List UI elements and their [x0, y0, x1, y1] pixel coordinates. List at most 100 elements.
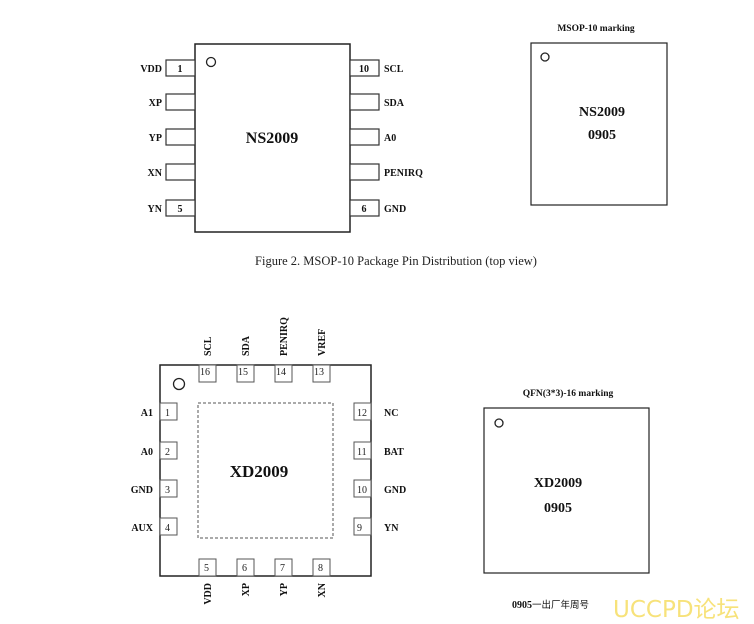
pin-label: SDA — [241, 335, 252, 356]
pin-label: XP — [149, 98, 162, 109]
qfn-top-pins: 16 SCL 15 SDA 14 PENIRQ 13 VREF — [198, 317, 331, 383]
pin-number: 8 — [318, 563, 323, 574]
pin-number: 2 — [165, 447, 170, 458]
pin-label: A0 — [384, 133, 396, 144]
pin-label: PENIRQ — [384, 168, 423, 179]
exposed-pad — [197, 402, 334, 539]
pin-label: A0 — [141, 447, 153, 458]
pin-number: 10 — [359, 64, 369, 75]
pin-label: NC — [384, 408, 398, 419]
qfn-pin-7 — [274, 558, 293, 577]
qfn-marking-line1: XD2009 — [534, 476, 582, 491]
msop-pin-3 — [165, 128, 196, 146]
msop-marking-body — [530, 42, 668, 206]
qfn-pin-16 — [198, 364, 217, 383]
pin-number: 14 — [276, 367, 286, 378]
qfn-pin-5 — [198, 558, 217, 577]
date-code-note: 0905一出厂年周号 — [512, 599, 589, 611]
qfn-pin-4 — [159, 517, 178, 536]
pin-number: 6 — [362, 204, 367, 215]
watermark-logo: UCCPD论坛 — [613, 597, 740, 623]
pin-number: 7 — [280, 563, 285, 574]
qfn-pin-6 — [236, 558, 255, 577]
pin-label: SCL — [203, 336, 214, 356]
pin-label: XP — [241, 583, 252, 596]
pin-number: 1 — [178, 64, 183, 75]
pin-number: 6 — [242, 563, 247, 574]
qfn-pin-2 — [159, 441, 178, 460]
qfn-marking-title: QFN(3*3)-16 marking — [523, 388, 614, 399]
pin-label: YN — [384, 523, 399, 534]
pin-label: XN — [148, 168, 163, 179]
msop-pin-10 — [349, 59, 380, 77]
pin-number: 5 — [204, 563, 209, 574]
pin-label: YN — [148, 204, 163, 215]
msop-marking-line1: NS2009 — [579, 105, 625, 120]
qfn-pin-14 — [274, 364, 293, 383]
msop-pin-6 — [349, 199, 380, 217]
pin-label: XN — [317, 582, 328, 597]
qfn-pin-12 — [353, 402, 372, 421]
pin-number: 1 — [165, 408, 170, 419]
qfn-marking-body — [483, 407, 650, 574]
pin-number: 11 — [357, 447, 367, 458]
pin-label: PENIRQ — [279, 317, 290, 356]
pin-number: 15 — [238, 367, 248, 378]
qfn-marking: QFN(3*3)-16 marking XD2009 0905 0905一出厂年… — [483, 388, 650, 611]
pin-number: 16 — [200, 367, 210, 378]
pin-number: 10 — [357, 485, 367, 496]
pin-label: VDD — [203, 583, 214, 605]
pin-number: 12 — [357, 408, 367, 419]
msop-pin-7 — [349, 163, 380, 181]
pin1-indicator-icon — [205, 56, 217, 68]
pin1-indicator-icon — [172, 377, 186, 391]
qfn-pin-9 — [353, 517, 372, 536]
pin-number: 5 — [178, 204, 183, 215]
pin-label: SCL — [384, 64, 404, 75]
pin-label: A1 — [141, 408, 153, 419]
figure-caption: Figure 2. MSOP-10 Package Pin Distributi… — [255, 254, 537, 268]
msop-chip-label: NS2009 — [246, 130, 298, 147]
msop-body — [194, 43, 351, 233]
pin-number: 3 — [165, 485, 170, 496]
msop-pin-8 — [349, 128, 380, 146]
qfn-pin-13 — [312, 364, 331, 383]
qfn-pin-8 — [312, 558, 331, 577]
qfn-pin-1 — [159, 402, 178, 421]
qfn-right-pins: 12 NC 11 BAT 10 GND 9 YN — [353, 402, 406, 536]
msop-marking: MSOP-10 marking NS2009 0905 — [530, 24, 668, 206]
pin-label: YP — [279, 583, 290, 596]
pin-label: YP — [149, 133, 162, 144]
pin-label: BAT — [384, 447, 404, 458]
msop-pin-9 — [349, 93, 380, 111]
pin-number: 13 — [314, 367, 324, 378]
msop-pin-5 — [165, 199, 196, 217]
msop-pin-1 — [165, 59, 196, 77]
qfn-body — [159, 364, 372, 577]
pin-label: VREF — [317, 329, 328, 356]
qfn-pin-15 — [236, 364, 255, 383]
pin-label: AUX — [131, 523, 153, 534]
pin-number: 4 — [165, 523, 170, 534]
pin-number: 9 — [357, 523, 362, 534]
pin-label: GND — [384, 204, 406, 215]
pin-label: SDA — [384, 98, 405, 109]
pin-label: GND — [384, 485, 406, 496]
qfn-left-pins: 1 A1 2 A0 3 GND 4 AUX — [131, 402, 178, 536]
pin1-indicator-icon — [494, 418, 504, 428]
qfn-pin-11 — [353, 441, 372, 460]
msop-pin-2 — [165, 93, 196, 111]
pin-label: GND — [131, 485, 153, 496]
date-code-note-text: 一出厂年周号 — [532, 599, 589, 611]
pin1-indicator-icon — [540, 52, 550, 62]
date-code-note-code: 0905 — [512, 600, 532, 611]
qfn-marking-line2: 0905 — [544, 501, 572, 516]
msop-marking-line2: 0905 — [588, 128, 616, 143]
msop-marking-title: MSOP-10 marking — [557, 24, 635, 34]
